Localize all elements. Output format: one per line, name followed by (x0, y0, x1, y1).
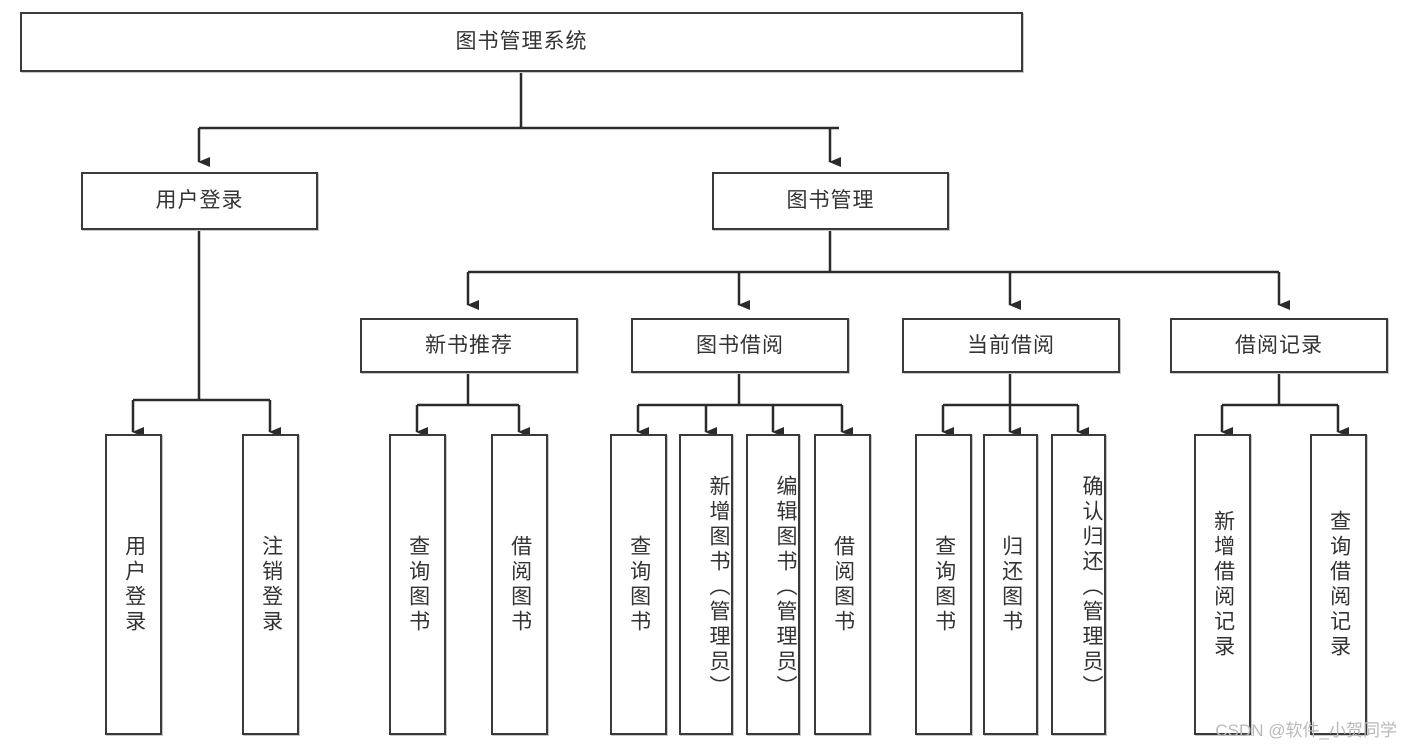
leaf-book-borrow-add-admin[interactable]: 新增图书（管理员） (679, 434, 733, 735)
leaf-current-borrow-return[interactable]: 归还图书 (983, 434, 1038, 735)
leaf-new-book-query[interactable]: 查询图书 (389, 434, 446, 735)
leaf-new-book-borrow[interactable]: 借阅图书 (491, 434, 548, 735)
node-book-borrow[interactable]: 图书借阅 (631, 318, 849, 373)
leaf-book-borrow-borrow[interactable]: 借阅图书 (814, 434, 871, 735)
node-new-book-recommend[interactable]: 新书推荐 (360, 318, 578, 373)
csdn-watermark: CSDN @软件_小贺同学 (1215, 721, 1397, 740)
leaf-book-borrow-edit-admin[interactable]: 编辑图书（管理员） (746, 434, 800, 735)
node-book-management[interactable]: 图书管理 (712, 172, 949, 230)
node-root-system[interactable]: 图书管理系统 (20, 12, 1023, 72)
leaf-user-login-login[interactable]: 用户登录 (105, 434, 162, 735)
leaf-borrow-record-query[interactable]: 查询借阅记录 (1310, 434, 1367, 735)
leaf-book-borrow-query[interactable]: 查询图书 (610, 434, 667, 735)
node-current-borrow[interactable]: 当前借阅 (902, 318, 1120, 373)
leaf-current-borrow-confirm-admin[interactable]: 确认归还（管理员） (1051, 434, 1106, 735)
leaf-current-borrow-query[interactable]: 查询图书 (915, 434, 972, 735)
leaf-user-login-logout[interactable]: 注销登录 (242, 434, 299, 735)
node-user-login[interactable]: 用户登录 (81, 172, 318, 230)
node-borrow-record[interactable]: 借阅记录 (1170, 318, 1388, 373)
leaf-borrow-record-add[interactable]: 新增借阅记录 (1194, 434, 1251, 735)
